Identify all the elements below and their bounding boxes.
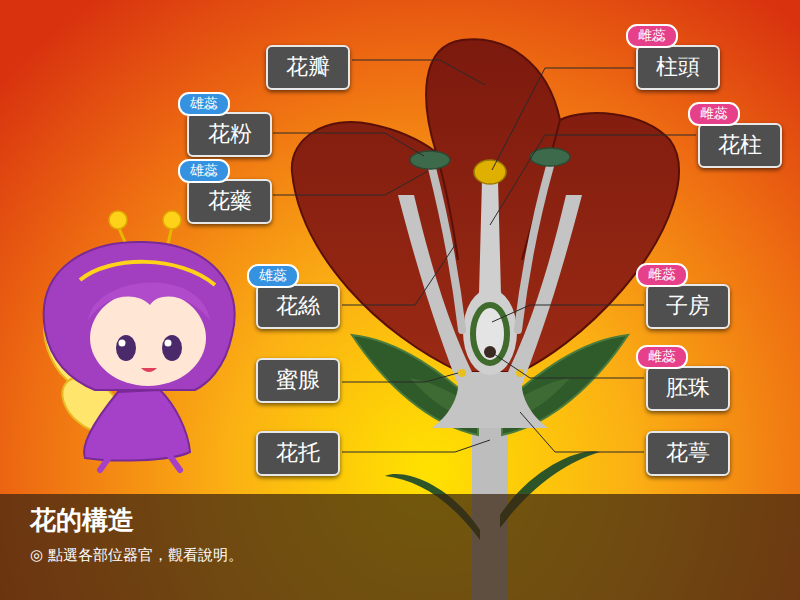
pistil-tag: 雌蕊 [636, 345, 688, 369]
ovary [473, 305, 507, 363]
stigma [474, 160, 506, 184]
bottom-band [0, 494, 800, 600]
eye [116, 335, 136, 361]
organ-tag-text: 雌蕊 [700, 106, 728, 121]
dress [84, 390, 190, 460]
leader-line [494, 354, 644, 378]
part-name: 花柱 [718, 133, 762, 157]
ovule [484, 346, 496, 358]
part-label-box: 花托 [256, 431, 340, 476]
organ-tag-text: 雌蕊 [648, 267, 676, 282]
ovary-wall [463, 289, 517, 375]
leader-line [273, 133, 424, 156]
part-name: 花托 [276, 441, 320, 465]
sepals [352, 335, 628, 435]
eye-shine [165, 340, 172, 347]
part-label-box: 花柱 [698, 123, 782, 168]
part-name: 花萼 [666, 441, 710, 465]
part-label-box: 胚珠 [646, 366, 730, 411]
antenna-ball [163, 211, 181, 229]
leader-line [492, 68, 634, 170]
leader-line [492, 305, 644, 322]
nectary [458, 369, 466, 377]
diagram-caption: ◎ 點選各部位器官，觀看說明。 [30, 546, 243, 565]
organ-tag-text: 雌蕊 [638, 28, 666, 43]
part-label-box: 花藥 [187, 179, 272, 224]
part-name: 蜜腺 [276, 368, 320, 392]
petal-shape [292, 39, 679, 372]
part-label-box: 花瓣 [266, 45, 350, 90]
bangs [88, 282, 210, 320]
eye-shine [119, 340, 126, 347]
style [479, 180, 501, 295]
filament [432, 168, 462, 330]
part-name: 花藥 [208, 189, 252, 213]
fairy [31, 211, 235, 470]
mouth [141, 368, 157, 372]
leader-line [342, 440, 490, 452]
pistil-tag: 雌蕊 [626, 24, 678, 48]
organ-tag-text: 雄蕊 [190, 96, 218, 111]
part-label-box: 花萼 [646, 431, 730, 476]
pistil-tag: 雌蕊 [636, 263, 688, 287]
part-label-box: 子房 [646, 284, 730, 329]
part-name: 花瓣 [286, 55, 330, 79]
leader-line [342, 245, 455, 305]
leader-line [520, 412, 644, 452]
leader-line [342, 373, 458, 382]
stamen-tag: 雄蕊 [178, 159, 230, 183]
leader-line [273, 171, 428, 195]
part-label-box: 花絲 [256, 284, 340, 329]
part-label-box: 柱頭 [636, 45, 720, 90]
anther [410, 151, 450, 169]
organ-tag-text: 雄蕊 [190, 163, 218, 178]
part-name: 柱頭 [656, 55, 700, 79]
stamen-tag: 雄蕊 [178, 92, 230, 116]
legs [100, 456, 180, 470]
part-name: 胚珠 [666, 376, 710, 400]
part-name: 花絲 [276, 294, 320, 318]
stamens [410, 148, 570, 330]
anther [530, 148, 570, 166]
face [90, 290, 206, 386]
part-label-box: 花粉 [187, 112, 272, 157]
receptacle [432, 372, 548, 428]
hair [44, 242, 235, 390]
part-name: 花粉 [208, 122, 252, 146]
antenna-ball [109, 211, 127, 229]
headband [80, 262, 215, 285]
part-label-box: 蜜腺 [256, 358, 340, 403]
leader-line [352, 60, 485, 85]
part-name: 子房 [666, 294, 710, 318]
leader-line [490, 135, 696, 225]
pistil [463, 160, 517, 375]
pistil-tag: 雌蕊 [688, 102, 740, 126]
organ-tag-text: 雌蕊 [648, 349, 676, 364]
eye [162, 335, 182, 361]
organ-tag-text: 雄蕊 [259, 268, 287, 283]
diagram-title: 花的構造 [30, 503, 134, 538]
stamen-tag: 雄蕊 [247, 264, 299, 288]
